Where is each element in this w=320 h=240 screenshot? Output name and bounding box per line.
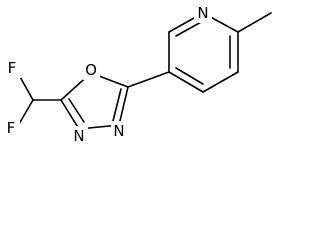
bond-c4-c3 [168, 71, 204, 93]
fluorine-top-label: F [8, 59, 17, 77]
bond-n3-c2-double [68, 98, 85, 123]
pyridine-nitrogen-label: N [197, 4, 208, 22]
atom-label-background [4, 118, 20, 138]
atom-label-background [83, 60, 100, 80]
bond-n3-c2 [60, 99, 80, 130]
fluorine-bottom-label: F [7, 119, 16, 137]
bond-methyl [237, 12, 272, 33]
oxadiazole-nitrogen-left-label: N [73, 127, 84, 145]
bond-c5-n4-double [112, 88, 122, 122]
oxadiazole-nitrogen-right-label: N [113, 122, 124, 140]
bond-c4-c3-double [175, 67, 204, 85]
bond-cf-top [18, 74, 34, 101]
atom-label-background [111, 121, 128, 141]
chemical-structure: F F O N N N [4, 3, 272, 146]
bond-c5-n4 [118, 86, 129, 126]
bond-oxadiazole-pyridine [127, 71, 170, 88]
oxadiazole-oxygen-label: O [85, 61, 97, 79]
atom-label-background [5, 58, 21, 78]
atom-label-background [71, 126, 88, 146]
bond-c2-n1-double [175, 20, 204, 37]
bond-cf-bottom [18, 99, 34, 125]
bond-c5-c4 [202, 71, 239, 93]
atom-label-background [194, 3, 212, 23]
